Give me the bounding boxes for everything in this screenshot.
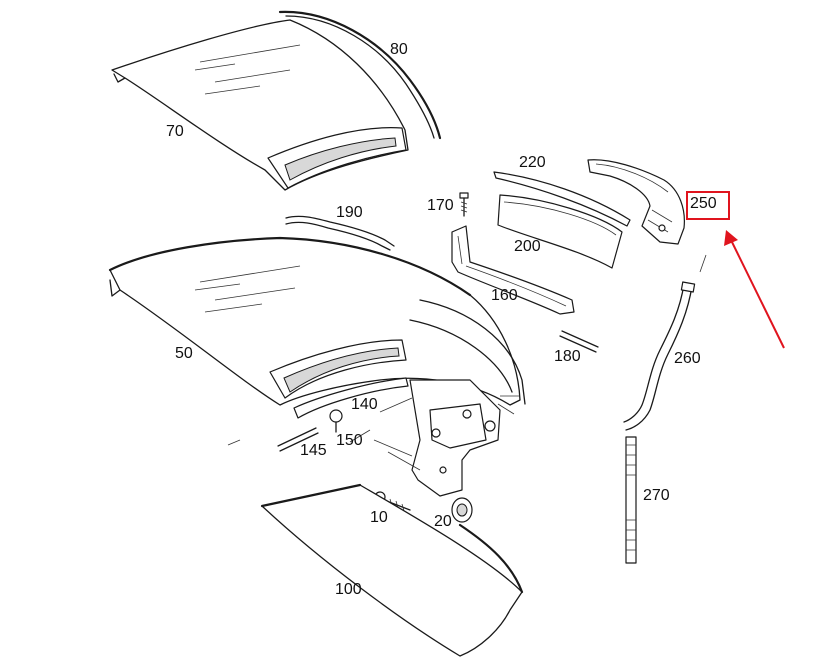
part-70-roof-panel <box>111 19 409 191</box>
callout-100: 100 <box>335 581 362 598</box>
highlight-arrow <box>724 230 785 349</box>
callout-180: 180 <box>554 348 581 365</box>
callout-145: 145 <box>300 442 327 459</box>
part-80-seal-strip <box>278 10 442 140</box>
part-100-cover <box>260 483 524 657</box>
part-170-screw <box>459 192 469 217</box>
part-180-pin <box>559 330 599 353</box>
callout-260: 260 <box>674 350 701 367</box>
highlight-box-250 <box>686 191 730 220</box>
callout-200: 200 <box>514 238 541 255</box>
callout-220: 220 <box>519 154 546 171</box>
hinge-mechanism <box>373 379 520 497</box>
clip-part <box>329 409 343 433</box>
callout-80: 80 <box>390 41 408 58</box>
callout-170: 170 <box>427 197 454 214</box>
part-220-trim <box>493 171 631 227</box>
callout-250: 250 <box>690 195 717 212</box>
part-260-hose <box>623 254 707 431</box>
part-20-bushing <box>451 497 473 523</box>
callout-160: 160 <box>491 287 518 304</box>
part-200-side-panel <box>497 194 623 269</box>
callout-70: 70 <box>166 123 184 140</box>
callout-20: 20 <box>434 513 452 530</box>
callout-190: 190 <box>336 204 363 221</box>
callout-140: 140 <box>351 396 378 413</box>
callout-150: 150 <box>336 432 363 449</box>
part-270-rod <box>625 436 637 564</box>
part-145-pin <box>277 427 319 452</box>
callout-50: 50 <box>175 345 193 362</box>
part-50-roof-panel <box>108 236 526 406</box>
part-190-hose <box>285 215 395 251</box>
part-140-seal <box>293 377 409 419</box>
callout-10: 10 <box>370 509 388 526</box>
leader-lines <box>227 429 371 446</box>
part-160-rail <box>451 225 575 315</box>
callout-270: 270 <box>643 487 670 504</box>
part-250-bracket <box>587 159 685 245</box>
